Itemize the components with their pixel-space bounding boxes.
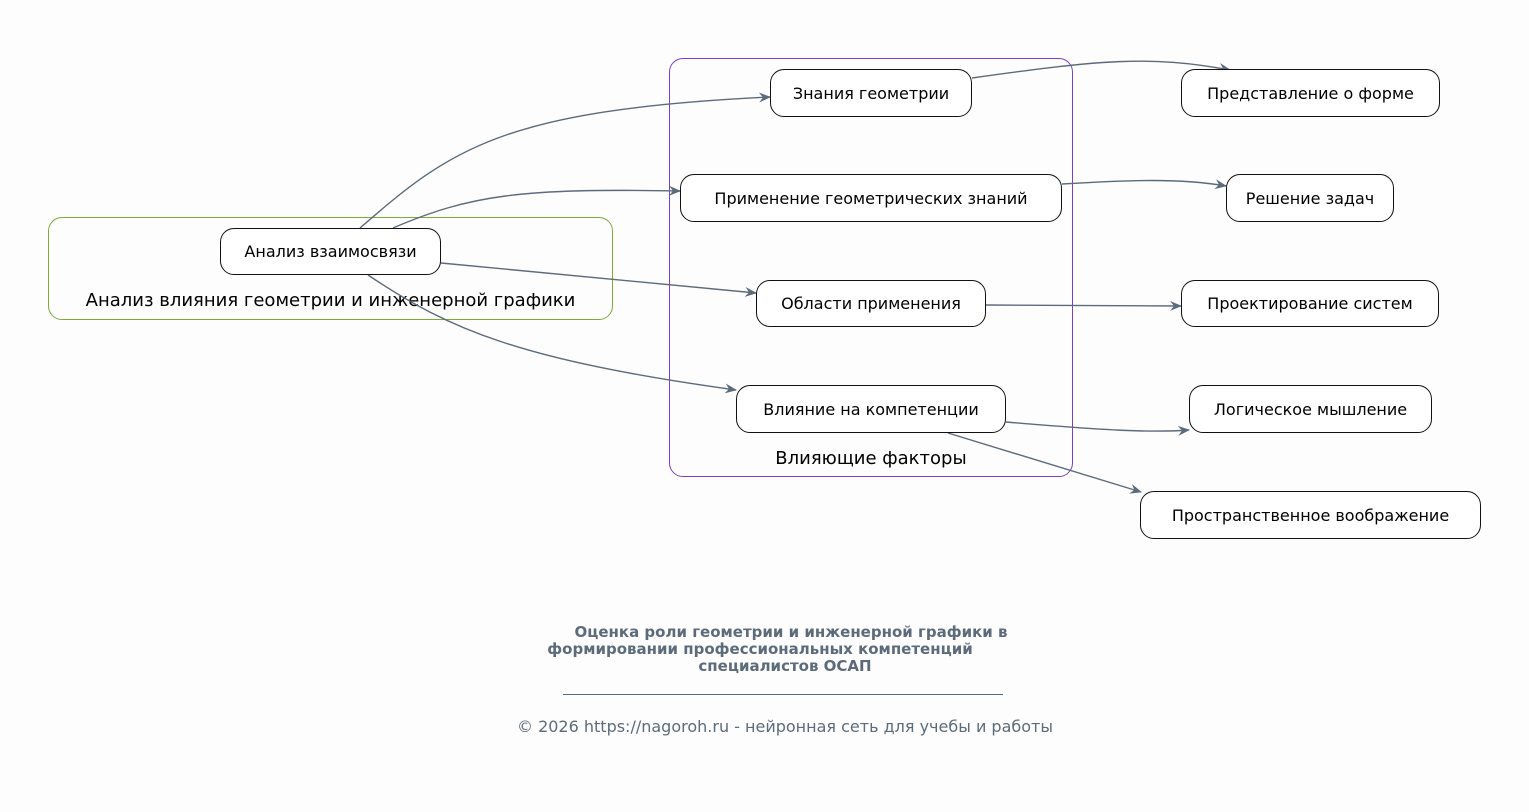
node-label: Области применения (781, 294, 961, 313)
node-application-knowledge[interactable]: Применение геометрических знаний (680, 174, 1062, 222)
node-label: Проектирование систем (1207, 294, 1413, 313)
edge-relation-areas (440, 262, 757, 297)
node-label: Логическое мышление (1213, 399, 1408, 419)
node-logical-thinking[interactable]: Логическое мышление (1189, 385, 1432, 433)
node-label: Знания геометрии (792, 83, 950, 103)
title-line-1: Оценка роли геометрии и инженерной графи… (574, 623, 1008, 641)
node-competence-influence[interactable]: Влияние на компетенции (736, 385, 1006, 433)
node-label: Применение геометрических знаний (714, 188, 1028, 208)
node-label: Влияние на компетенции (763, 399, 979, 419)
title-line-2: формировании профессиональных компетенци… (547, 640, 973, 658)
edge-competence-spatial (947, 432, 1142, 494)
node-label: Пространственное воображение (1171, 505, 1450, 525)
edge-relation-competence (367, 274, 737, 394)
cluster-analysis-label: Анализ влияния геометрии и инженерной гр… (85, 290, 576, 311)
node-application-areas[interactable]: Области применения (756, 280, 986, 327)
edge-relation-application (392, 185, 681, 229)
node-label: Представление о форме (1207, 83, 1414, 103)
edge-geometry-shape (971, 60, 1231, 79)
edge-relation-geometry (359, 92, 771, 229)
node-label: Анализ взаимосвязи (244, 242, 417, 261)
node-geometry-knowledge[interactable]: Знания геометрии (770, 69, 972, 117)
divider (563, 694, 1003, 695)
node-problem-solving[interactable]: Решение задач (1226, 174, 1394, 222)
edge-competence-logic (1005, 421, 1190, 436)
cluster-analysis: Анализ влияния геометрии и инженерной гр… (48, 217, 613, 320)
node-relation[interactable]: Анализ взаимосвязи (220, 228, 441, 275)
cluster-factors-label: Влияющие факторы (775, 448, 967, 469)
diagram-title: Оценка роли геометрии и инженерной графи… (480, 624, 1090, 675)
node-shape-idea[interactable]: Представление о форме (1181, 69, 1440, 117)
node-label: Решение задач (1245, 188, 1375, 208)
footer-copyright: © 2026 https://nagoroh.ru - нейронная се… (516, 717, 1053, 736)
node-system-design[interactable]: Проектирование систем (1181, 280, 1439, 327)
title-line-3: специалистов ОСАП (698, 657, 872, 675)
edge-application-problems (1061, 179, 1227, 190)
node-spatial-imagination[interactable]: Пространственное воображение (1140, 491, 1481, 539)
edge-areas-design (985, 300, 1182, 311)
cluster-factors: Влияющие факторы (669, 58, 1073, 477)
